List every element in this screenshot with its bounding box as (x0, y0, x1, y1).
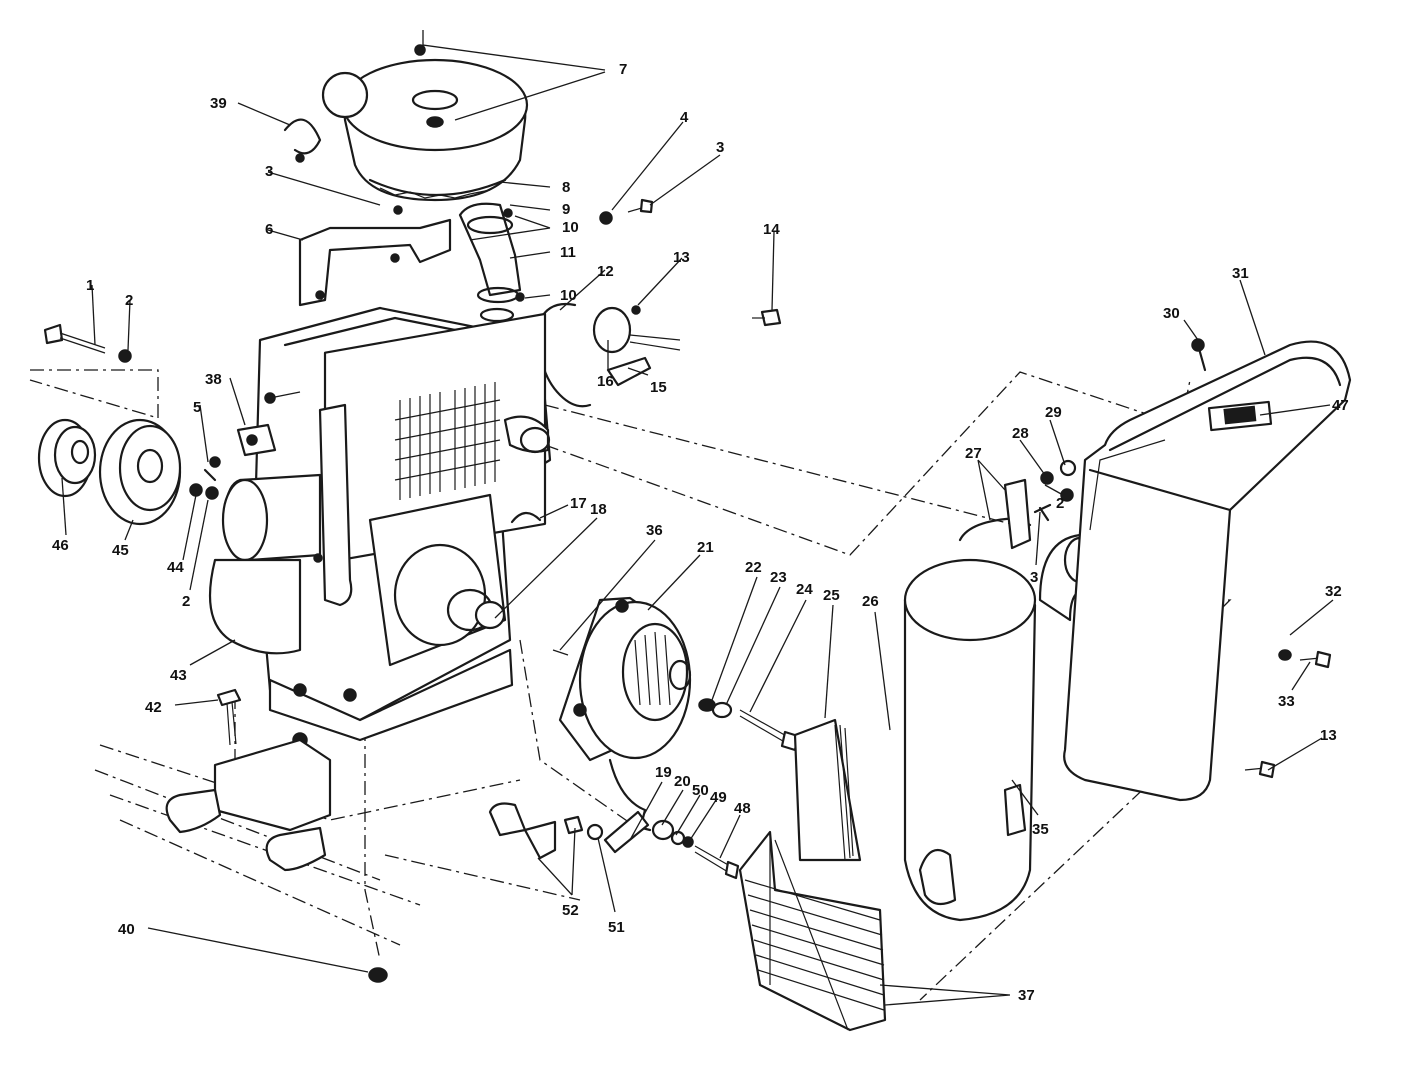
linkage-parts (563, 810, 740, 880)
intake-hose (458, 202, 525, 323)
callout-36: 36 (646, 522, 663, 539)
bolt-1 (43, 323, 132, 363)
callout-44: 44 (167, 559, 184, 576)
air-cleaner (321, 44, 529, 202)
callout-22: 22 (745, 559, 762, 576)
callout-10: 10 (562, 219, 579, 236)
callout-3: 3 (265, 163, 273, 180)
exhaust-grille (738, 830, 887, 1032)
callout-24: 24 (796, 581, 813, 598)
frame-rails (165, 738, 557, 872)
callout-49: 49 (710, 789, 727, 806)
callout-27: 27 (965, 445, 982, 462)
shaft-parts (510, 511, 569, 656)
callout-20: 20 (674, 773, 691, 790)
callout-8: 8 (562, 179, 570, 196)
cooling-fins (394, 382, 501, 500)
callout-42: 42 (145, 699, 162, 716)
engine-cover (1063, 340, 1352, 802)
bracket (298, 218, 452, 307)
callout-25: 25 (823, 587, 840, 604)
callout-19: 19 (655, 764, 672, 781)
starter-motor (208, 473, 323, 655)
callout-1: 1 (86, 277, 94, 294)
callout-2: 2 (1056, 495, 1064, 512)
callout-11: 11 (560, 244, 576, 261)
engine-block (253, 306, 552, 748)
callout-10: 10 (560, 287, 577, 304)
callout-47: 47 (1332, 397, 1349, 414)
callout-30: 30 (1163, 305, 1180, 322)
callout-23: 23 (770, 569, 787, 586)
leader-lines (61, 30, 1334, 1006)
misc-bolts (264, 198, 1332, 779)
callout-6: 6 (265, 221, 273, 238)
callout-5: 5 (193, 399, 201, 416)
callout-13: 13 (673, 249, 690, 266)
callout-18: 18 (590, 501, 607, 518)
callout-32: 32 (1325, 583, 1342, 600)
callout-4: 4 (680, 109, 689, 126)
callout-40: 40 (118, 921, 135, 938)
callout-52: 52 (562, 902, 579, 919)
crank-pulleys (37, 418, 219, 526)
mount-bolt (216, 688, 388, 983)
callout-46: 46 (52, 537, 69, 554)
callout-48: 48 (734, 800, 751, 817)
callout-2: 2 (182, 593, 190, 610)
callout-17: 17 (570, 495, 587, 512)
drive-belt (793, 718, 862, 862)
callout-2: 2 (125, 292, 133, 309)
callout-38: 38 (205, 371, 222, 388)
callout-26: 26 (862, 593, 879, 610)
callout-16: 16 (597, 373, 614, 390)
muffler-hardware (1033, 459, 1077, 522)
callout-51: 51 (608, 919, 625, 936)
callout-31: 31 (1232, 265, 1249, 282)
clutch-pulley (558, 596, 692, 832)
callout-7: 7 (619, 61, 627, 78)
bracket-38 (203, 423, 277, 482)
callout-33: 33 (1278, 693, 1295, 710)
callout-14: 14 (763, 221, 780, 238)
callout-3: 3 (1030, 569, 1038, 586)
callout-9: 9 (562, 201, 570, 218)
callout-35: 35 (1032, 821, 1049, 838)
callout-50: 50 (692, 782, 709, 799)
callout-39: 39 (210, 95, 227, 112)
callout-labels: 7 39 4 3 3 8 9 10 6 11 14 13 12 10 1 2 1… (52, 61, 1349, 1004)
callout-29: 29 (1045, 404, 1062, 421)
callout-13: 13 (1320, 727, 1337, 744)
callout-21: 21 (697, 539, 714, 556)
callout-37: 37 (1018, 987, 1035, 1004)
callout-15: 15 (650, 379, 667, 396)
callout-45: 45 (112, 542, 129, 559)
clip-ring (283, 118, 322, 163)
callout-28: 28 (1012, 425, 1029, 442)
callout-12: 12 (597, 263, 614, 280)
pulley-bolt (698, 698, 800, 752)
callout-3: 3 (716, 139, 724, 156)
callout-43: 43 (170, 667, 187, 684)
